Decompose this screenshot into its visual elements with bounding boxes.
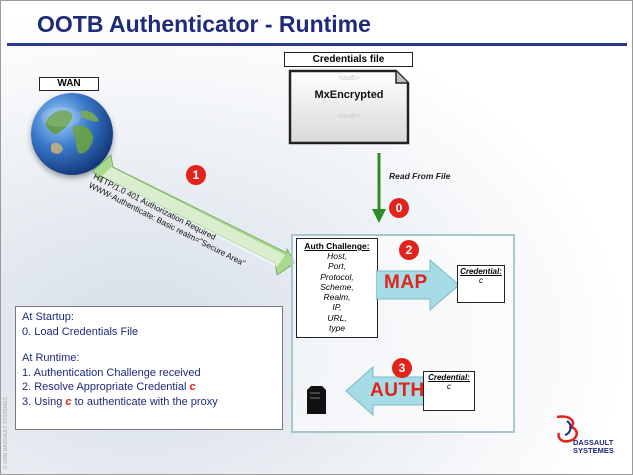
credential-auth-heading: Credential: (428, 373, 470, 382)
challenge-item-realm: Realm, (323, 292, 351, 303)
credentials-file-content: MxEncrypted (314, 89, 384, 101)
auth-label: AUTH (370, 380, 425, 401)
challenge-item-protocol: Protocol, (320, 271, 354, 282)
challenge-item-ip: IP, (332, 302, 342, 313)
credentials-file-label: Credentials file (284, 52, 413, 67)
challenge-item-scheme: Scheme, (320, 281, 354, 292)
auth-arrow (345, 366, 425, 416)
credential-map-box: Credential: c (457, 265, 505, 303)
map-arrow (376, 259, 460, 311)
step-1-badge: 1 (186, 165, 206, 185)
challenge-item-url: URL, (327, 312, 347, 323)
proxy-server-icon (307, 386, 326, 414)
logo-line-1: DASSAULT (573, 438, 614, 447)
challenge-item-host: Host, (327, 251, 347, 261)
credential-map-value: c (479, 276, 483, 285)
runtime-step-2-c: c (189, 381, 196, 393)
step-3-badge: 3 (392, 358, 412, 378)
auth-close-tag: </auth> (337, 113, 361, 120)
runtime-step-2-text: 2. Resolve Appropriate Credential (22, 381, 190, 393)
steps-info-box: At Startup: 0. Load Credentials File At … (15, 306, 283, 430)
credential-map-heading: Credential: (460, 267, 502, 276)
read-arrow (372, 153, 386, 223)
page-title: OOTB Authenticator - Runtime (37, 11, 371, 37)
runtime-step-3-suffix: to authenticate with the proxy (71, 395, 218, 408)
credentials-file-icon (288, 69, 410, 145)
credential-auth-value: c (447, 382, 451, 391)
dassault-logo-icon (556, 415, 578, 443)
map-label: MAP (384, 272, 428, 293)
challenge-item-type: type (328, 323, 346, 334)
startup-step: 0. Load Credentials File (22, 325, 139, 338)
challenge-item-port: Port, (328, 261, 346, 272)
step-2-badge: 2 (399, 240, 419, 260)
runtime-heading: At Runtime: (22, 352, 80, 364)
runtime-step-3: 3. Using c to authenticate with the prox… (22, 395, 282, 410)
runtime-step-1: 1. Authentication Challenge received (22, 366, 201, 379)
globe-icon (31, 93, 113, 175)
credential-auth-box: Credential: c (423, 371, 475, 411)
copyright-text: © 2008 DASSAULT SYSTEMES (3, 396, 9, 469)
runtime-step-3-prefix: 3. Using (22, 395, 66, 408)
auth-open-tag: <auth> (338, 75, 360, 82)
auth-challenge-heading: Auth Challenge: (304, 241, 370, 251)
title-underline (7, 43, 627, 46)
logo-text: DASSAULT SYSTEMES (573, 439, 614, 454)
wan-label: WAN (39, 77, 99, 91)
startup-heading: At Startup: (22, 311, 74, 323)
step-0-badge: 0 (389, 198, 409, 218)
auth-challenge-box: Auth Challenge: Host, Port, Protocol, Sc… (296, 238, 378, 338)
runtime-step-2: 2. Resolve Appropriate Credential c (22, 380, 282, 395)
read-from-file-label: Read From File (389, 171, 451, 181)
logo-line-2: SYSTEMES (573, 445, 614, 455)
runtime-step-3-c: c (65, 395, 72, 408)
